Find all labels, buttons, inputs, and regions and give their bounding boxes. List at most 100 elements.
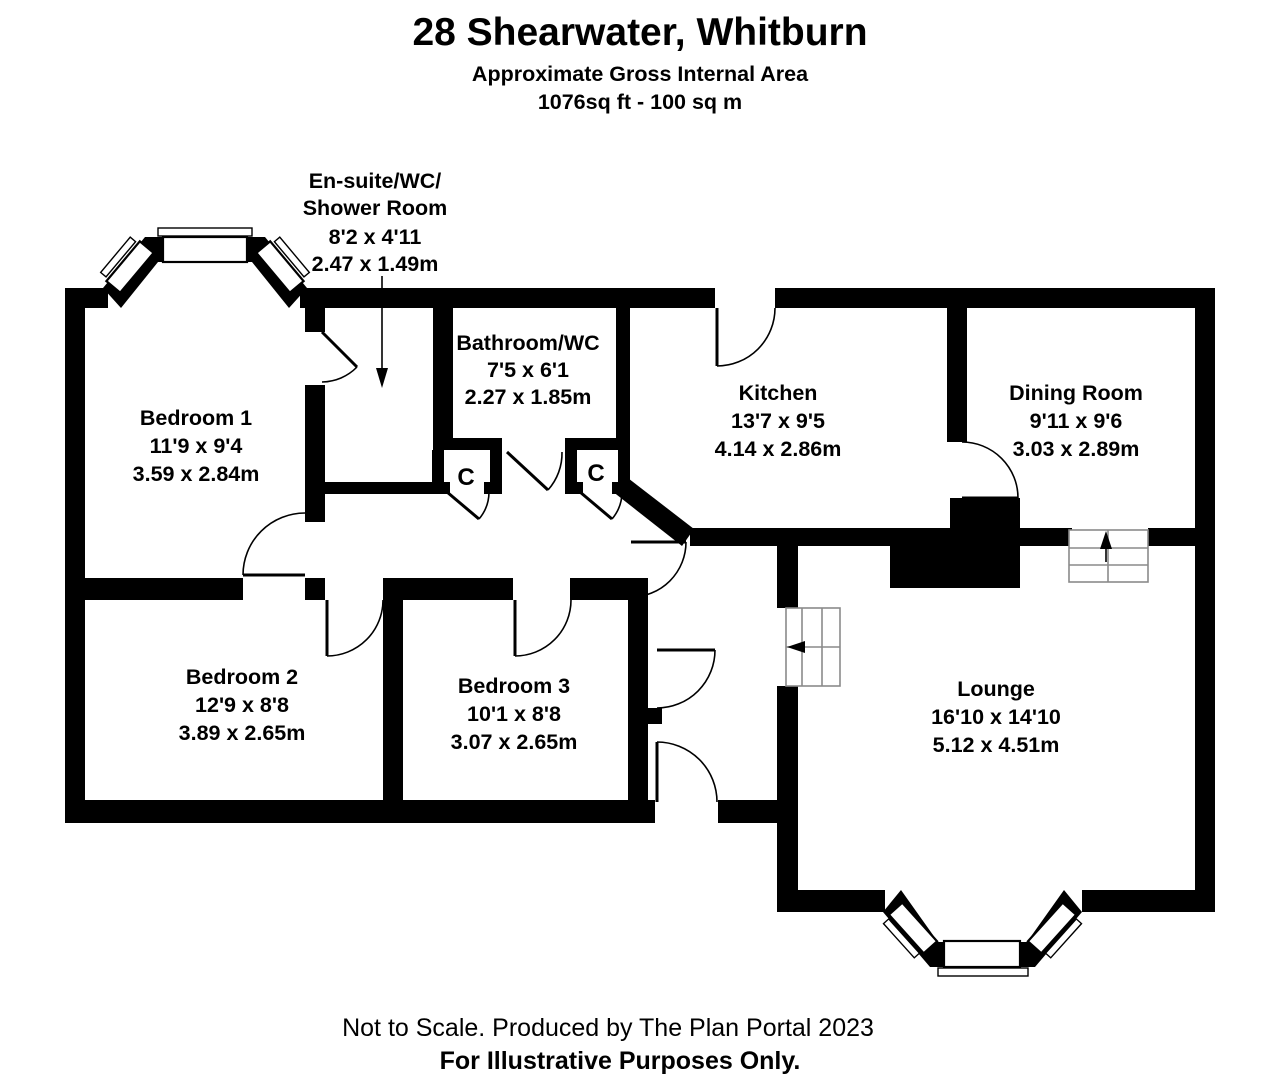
window-sill <box>1044 917 1083 959</box>
door-closet-2 <box>579 490 623 521</box>
closet-wall <box>490 450 502 492</box>
label-bedroom3: Bedroom 3 10'1 x 8'8 3.07 x 2.65m <box>451 674 578 754</box>
wall-segment <box>383 600 403 800</box>
closet-wall <box>432 482 450 494</box>
steps-to-dining <box>1068 529 1149 583</box>
svg-text:2.47 x 1.49m: 2.47 x 1.49m <box>312 252 439 276</box>
wall-segment <box>305 308 325 332</box>
label-bathroom: Bathroom/WC 7'5 x 6'1 2.27 x 1.85m <box>456 331 599 409</box>
wall-segment <box>65 288 85 823</box>
door-bedroom1 <box>242 512 306 577</box>
wall-segment <box>565 438 630 450</box>
label-lounge: Lounge 16'10 x 14'10 5.12 x 4.51m <box>931 677 1061 757</box>
wall-segment <box>690 528 890 546</box>
wall-segment <box>1082 890 1215 912</box>
window-sill <box>99 236 137 278</box>
door-bathroom <box>505 450 563 492</box>
label-closet-2: C <box>587 460 604 487</box>
svg-text:Bedroom 3: Bedroom 3 <box>458 674 570 698</box>
steps-arrow-left <box>787 641 805 653</box>
svg-text:2.27 x 1.85m: 2.27 x 1.85m <box>465 385 592 409</box>
labels: 28 Shearwater, Whitburn Approximate Gros… <box>133 11 1143 1075</box>
wall-segment <box>777 890 885 912</box>
svg-text:7'5 x 6'1: 7'5 x 6'1 <box>487 358 569 382</box>
bay-wall <box>883 890 1082 967</box>
svg-text:Bathroom/WC: Bathroom/WC <box>456 331 599 355</box>
svg-text:Dining Room: Dining Room <box>1009 381 1143 405</box>
wall-segment <box>1195 288 1215 912</box>
wall-segment <box>628 578 648 800</box>
wall-segment <box>777 686 798 912</box>
svg-text:3.89 x 2.65m: 3.89 x 2.65m <box>179 721 306 745</box>
doors <box>242 307 1019 803</box>
window <box>882 901 939 959</box>
label-bedroom1: Bedroom 1 11'9 x 9'4 3.59 x 2.84m <box>133 406 260 486</box>
window-sill <box>273 236 311 278</box>
svg-text:12'9 x 8'8: 12'9 x 8'8 <box>195 693 289 717</box>
wall-segment <box>383 578 513 600</box>
ensuite-pointer-arrow <box>376 276 388 388</box>
svg-text:3.59 x 2.84m: 3.59 x 2.84m <box>133 462 260 486</box>
wall-segment <box>777 528 798 608</box>
wall-segment <box>65 800 655 823</box>
wall-segment <box>305 482 432 494</box>
closet-wall <box>565 450 577 492</box>
wall-segment <box>947 308 967 442</box>
svg-text:Kitchen: Kitchen <box>739 381 818 405</box>
chimney-breast <box>890 528 1020 588</box>
window <box>254 236 311 295</box>
bay-wall <box>103 237 307 308</box>
wall-segment <box>616 308 630 450</box>
wall-segment <box>628 708 662 724</box>
window <box>1026 901 1083 959</box>
window <box>161 235 249 264</box>
window <box>99 236 156 295</box>
svg-text:Shower Room: Shower Room <box>303 196 448 220</box>
wall-segment <box>433 308 453 438</box>
door-ensuite <box>320 330 359 383</box>
chimney-breast <box>950 498 1020 528</box>
wall-segment <box>305 578 325 600</box>
svg-text:16'10 x 14'10: 16'10 x 14'10 <box>931 705 1061 729</box>
window-sill <box>937 967 1029 977</box>
label-kitchen: Kitchen 13'7 x 9'5 4.14 x 2.86m <box>715 381 842 461</box>
steps-to-lounge <box>785 607 841 687</box>
svg-text:En-suite/WC/: En-suite/WC/ <box>309 169 442 193</box>
svg-text:10'1 x 8'8: 10'1 x 8'8 <box>467 702 561 726</box>
door-back-entrance <box>655 741 718 803</box>
svg-text:13'7 x 9'5: 13'7 x 9'5 <box>731 409 825 433</box>
door-hall-kitchen <box>630 540 687 598</box>
svg-text:4.14 x 2.86m: 4.14 x 2.86m <box>715 437 842 461</box>
svg-text:Lounge: Lounge <box>957 677 1035 701</box>
door-bedroom2 <box>325 599 384 657</box>
wall-segment <box>1148 528 1215 546</box>
closet-wall <box>432 450 444 492</box>
svg-text:3.07 x 2.65m: 3.07 x 2.65m <box>451 730 578 754</box>
svg-text:Bedroom 1: Bedroom 1 <box>140 406 252 430</box>
door-closet-1 <box>446 490 490 521</box>
wall-segment <box>300 288 715 308</box>
closet-wall <box>565 482 583 494</box>
page-area: 1076sq ft - 100 sq m <box>538 90 742 114</box>
wall-segment <box>305 385 325 522</box>
wall-segment <box>85 578 243 600</box>
svg-text:3.03 x 2.89m: 3.03 x 2.89m <box>1013 437 1140 461</box>
svg-text:11'9 x 9'4: 11'9 x 9'4 <box>150 434 243 458</box>
window-sill <box>882 917 921 959</box>
wall-segment <box>775 288 1215 308</box>
wall-segment <box>433 438 502 450</box>
door-hall-corridor <box>656 648 716 709</box>
label-bedroom2: Bedroom 2 12'9 x 8'8 3.89 x 2.65m <box>179 665 306 745</box>
label-dining: Dining Room 9'11 x 9'6 3.03 x 2.89m <box>1009 381 1143 461</box>
svg-text:5.12 x 4.51m: 5.12 x 4.51m <box>933 733 1060 757</box>
label-ensuite: En-suite/WC/ Shower Room 8'2 x 4'11 2.47… <box>303 169 448 276</box>
page-title: 28 Shearwater, Whitburn <box>412 11 867 54</box>
closet-wall <box>484 482 502 494</box>
footer-disclaimer: Not to Scale. Produced by The Plan Porta… <box>342 1014 874 1042</box>
window-sill <box>157 227 253 237</box>
svg-text:9'11 x 9'6: 9'11 x 9'6 <box>1030 409 1123 433</box>
door-bedroom3 <box>513 599 572 657</box>
bay-window-bedroom1 <box>99 227 311 308</box>
bay-window-lounge <box>882 890 1083 977</box>
